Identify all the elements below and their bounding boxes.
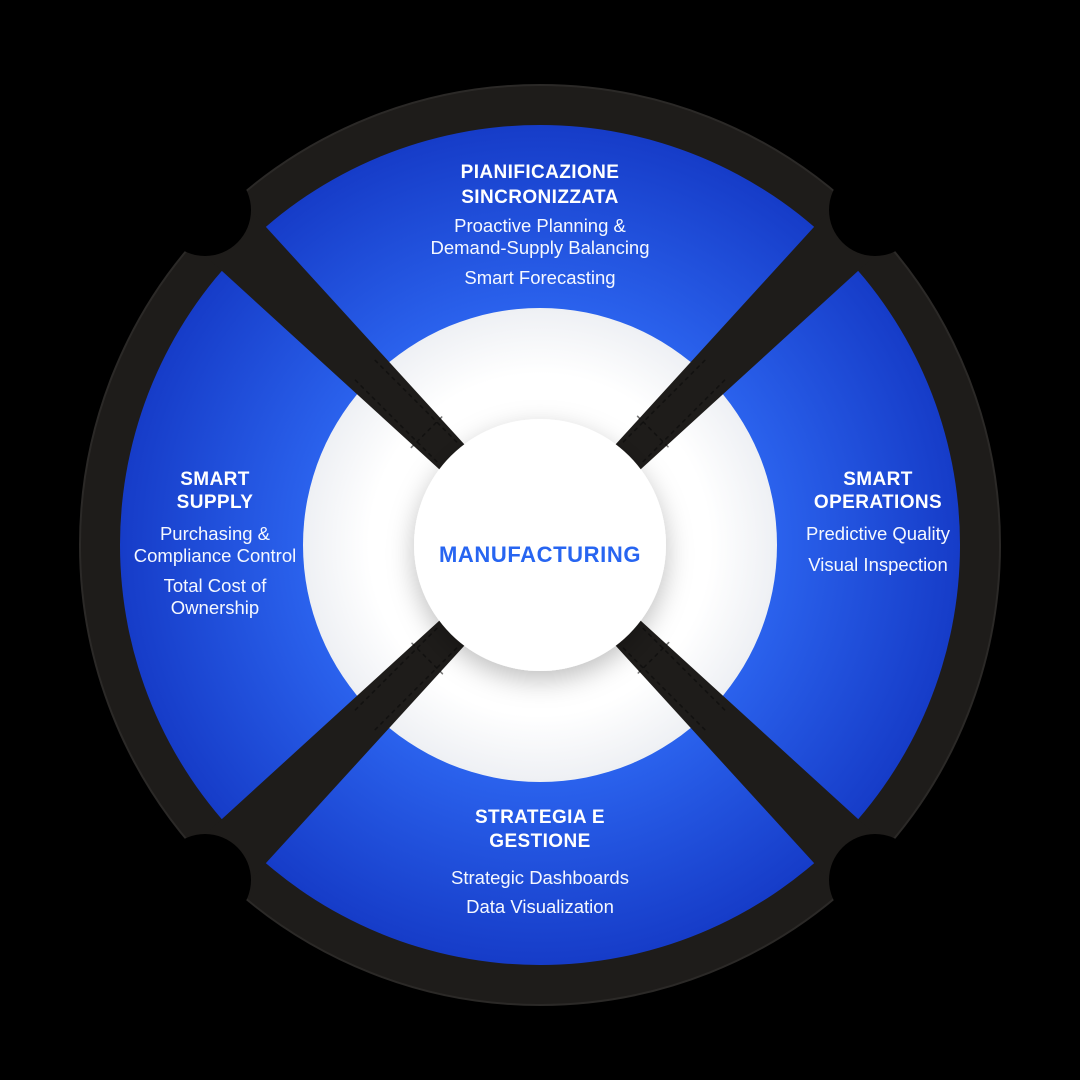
stitch-seam: [410, 641, 444, 675]
stitch-edge: [622, 358, 707, 443]
quadrant-left-item: Ownership: [171, 597, 259, 618]
stitch-seam: [636, 415, 670, 449]
notch-top-left: [159, 164, 251, 256]
quadrant-left-item: Total Cost of: [164, 575, 268, 596]
quadrant-top-item: Demand-Supply Balancing: [430, 237, 649, 258]
quadrant-bottom-item: Data Visualization: [466, 896, 614, 917]
quadrant-top-title-line2: SINCRONIZZATA: [461, 187, 619, 208]
quadrant-bottom: STRATEGIA E GESTIONE Strategic Dashboard…: [451, 807, 629, 917]
quadrant-bottom-item: Strategic Dashboards: [451, 867, 629, 888]
center-label: MANUFACTURING: [439, 542, 641, 567]
quadrant-left: SMART SUPPLY Purchasing & Compliance Con…: [134, 469, 296, 618]
notch-top-right: [829, 164, 921, 256]
quadrant-top-item: Proactive Planning &: [454, 215, 626, 236]
quadrant-left-item: Purchasing &: [160, 523, 271, 544]
stitch-edge: [373, 358, 458, 443]
stitch-seam: [410, 415, 444, 449]
quadrant-bottom-title-line1: STRATEGIA E: [475, 807, 605, 828]
stitch-edge: [622, 647, 707, 732]
notch-bottom-right: [829, 834, 921, 926]
center-circle: [414, 419, 666, 671]
quadrant-right: SMART OPERATIONS Predictive Quality Visu…: [806, 469, 951, 575]
quadrant-right-item: Predictive Quality: [806, 523, 951, 544]
quadrant-right-item: Visual Inspection: [808, 554, 948, 575]
notch-bottom-left: [159, 834, 251, 926]
stitch-edge: [353, 378, 438, 463]
stitch-edge: [373, 647, 458, 732]
quadrant-left-title-line1: SMART: [180, 469, 250, 490]
quadrant-top-title-line1: PIANIFICAZIONE: [461, 162, 620, 183]
quadrant-top: PIANIFICAZIONE SINCRONIZZATA Proactive P…: [430, 162, 649, 288]
quadrant-left-item: Compliance Control: [134, 545, 296, 566]
stitch-seam: [636, 641, 670, 675]
quadrant-bottom-title-line2: GESTIONE: [489, 831, 590, 852]
stitch-edge: [353, 627, 438, 712]
quadrant-right-title-line1: SMART: [843, 469, 913, 490]
quadrant-right-title-line2: OPERATIONS: [814, 492, 942, 513]
stitch-edge: [642, 378, 727, 463]
stitch-edge: [642, 627, 727, 712]
quadrant-top-item: Smart Forecasting: [464, 267, 615, 288]
quadrant-left-title-line2: SUPPLY: [177, 492, 254, 513]
